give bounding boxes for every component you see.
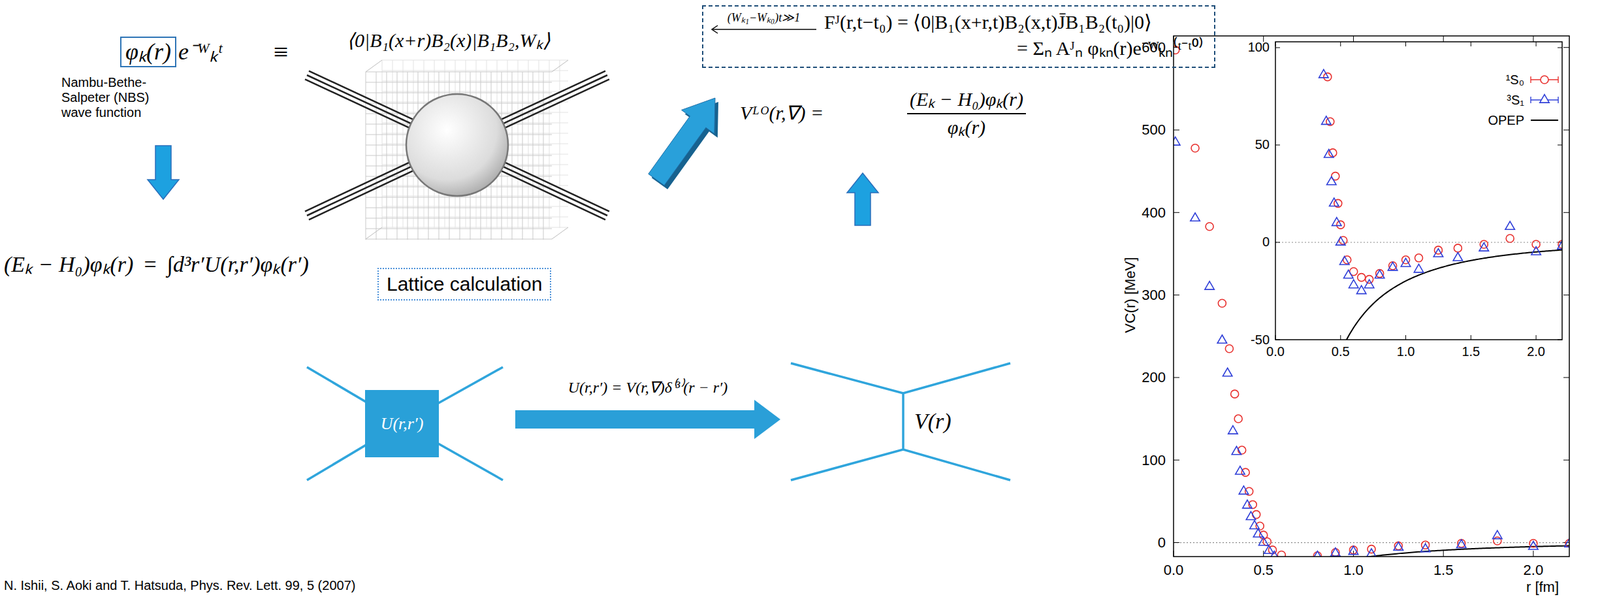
tick-label: 0.5 [1331,344,1350,360]
tick-label: 0 [1157,534,1166,551]
tick-label: 300 [1141,286,1166,304]
axis-title: r [fm] [1526,578,1559,595]
tick-label: 600 [1141,39,1166,56]
tick-label: 400 [1141,204,1166,221]
tick-label: 100 [1141,451,1166,469]
tick-label: 0.0 [1266,344,1285,360]
tick-label: 50 [1255,137,1270,153]
fraction-bar [907,112,1026,115]
legend-sample [1530,120,1559,121]
tick-label: 500 [1141,121,1166,138]
tick-label: 2.0 [1526,344,1546,360]
potential-formula: Vᴸᴼ(r,∇) = [739,101,824,125]
up-arrow [847,173,879,226]
formula-text: φₖ(r) [125,38,172,65]
formula-text: (Wₖ₁−Wₖ₀)t≫1 [727,11,801,25]
flow-arrows [147,97,879,439]
potential-chart [1170,35,1575,560]
tick-label: 100 [1248,39,1270,55]
formula-text: Fᴶ(r,t−t₀) = ⟨0|B₁(x+r,t)B₂(x,t)J̄B₁B₂(t… [824,10,1152,34]
fraction-numerator: (Eₖ − H₀)φₖ(r) [909,88,1024,112]
kernel-box: U(r,r′) [365,389,439,458]
tick-label: 0.5 [1253,561,1274,578]
equiv-sign: ≡ [273,37,289,68]
interaction-blob [406,94,509,196]
box-title: Lattice calculation [386,272,543,295]
equation-part: ∫d³r′U(r,r′)φₖ(r′) [167,251,309,277]
kernel-lines [306,367,503,480]
approximation-label: U(r,r′) = V(r,∇)δ⁽³⁾(r − r′) [568,378,729,398]
tick-label: 200 [1141,368,1166,386]
baryon-lines [304,71,610,221]
reference: N. Ishii, S. Aoki and T. Hatsuda, Phys. … [3,577,356,593]
approximation-arrow [515,399,781,439]
extraction-arrow [648,97,716,186]
lattice-grid [365,60,569,240]
tick-label: 1.0 [1396,344,1416,360]
limit-arrow [709,24,818,34]
tick-label: 0 [1262,234,1270,250]
wave-function-box: φₖ(r) [120,36,177,68]
lattice-box: Lattice calculation [377,267,552,301]
plot-main [1170,35,1575,560]
potential-label: V(r) [914,408,952,434]
tick-label: 2.0 [1523,561,1544,578]
legend-sample [1530,94,1559,104]
legend-text: ¹S₀ [1505,72,1525,88]
legend-samples [1530,75,1559,121]
equation-part: = [143,251,157,277]
legend-text: ³S₁ [1506,92,1525,108]
bra-ket-formula: ⟨0|B₁(x+r)B₂(x)|B₁B₂,Wₖ⟩ [346,29,551,53]
formula-text: = Σₙ Aᴶₙ φₖₙ(r)e⁻ᵂₖₙ⁽ᵗ⁻ᵗ⁰⁾ [1016,37,1204,59]
plot-inset [1275,41,1567,341]
fraction-denominator: φₖ(r) [947,116,986,140]
tick-label: 1.5 [1461,344,1480,360]
exponent-factor: e⁻ᵂₖᵗ [178,38,222,66]
down-arrow [147,145,179,200]
legend-text: OPEP [1487,112,1525,128]
equation-part: (Eₖ − H₀)φₖ(r) [3,251,134,277]
tick-label: 1.0 [1343,561,1364,578]
kernel-label: U(r,r′) [380,414,424,434]
tick-label: 0.0 [1163,561,1184,578]
tick-label: 1.5 [1433,561,1454,578]
axis-title: VC(r) [MeV] [1121,257,1139,334]
potential-exchange-diagram [790,363,1011,480]
correlator-box: (Wₖ₁−Wₖ₀)t≫1 Fᴶ(r,t−t₀) = ⟨0|B₁(x+r,t)B₂(… [702,5,1216,68]
caption-text: Nambu-Bethe- Salpeter (NBS) wave functio… [61,75,166,121]
legend-sample [1530,75,1559,84]
